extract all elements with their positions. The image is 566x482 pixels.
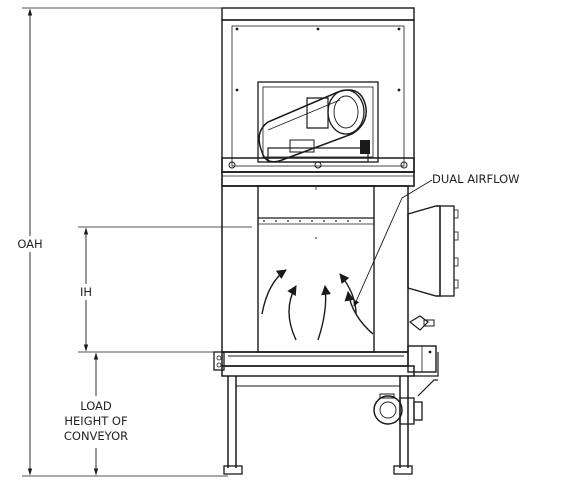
dual-airflow-callout: DUAL AIRFLOW	[353, 172, 520, 307]
load-height-label-line-3: CONVEYOR	[64, 429, 128, 443]
ih-label: IH	[80, 285, 92, 299]
dimension-load-height: LOAD HEIGHT OF CONVEYOR	[64, 352, 128, 476]
load-height-label-line-2: HEIGHT OF	[64, 414, 127, 428]
top-motor-housing	[221, 7, 415, 173]
dimension-ih: IH	[78, 226, 252, 353]
lower-stand	[223, 376, 413, 475]
load-height-label-line-1: LOAD	[80, 399, 112, 413]
oah-label: OAH	[17, 237, 42, 251]
airflow-arrows	[261, 269, 374, 341]
filter-rail-bolts	[263, 220, 361, 239]
conveyor-motor	[373, 393, 423, 425]
control-panel	[407, 205, 459, 297]
dimension-oah: OAH	[17, 7, 228, 477]
housing-bolts	[235, 27, 401, 92]
dual-airflow-label: DUAL AIRFLOW	[432, 172, 520, 186]
conveyor-drive-box	[407, 345, 439, 397]
conveyor-bed	[213, 351, 415, 377]
main-cabinet	[221, 171, 415, 353]
side-valve	[408, 315, 435, 331]
